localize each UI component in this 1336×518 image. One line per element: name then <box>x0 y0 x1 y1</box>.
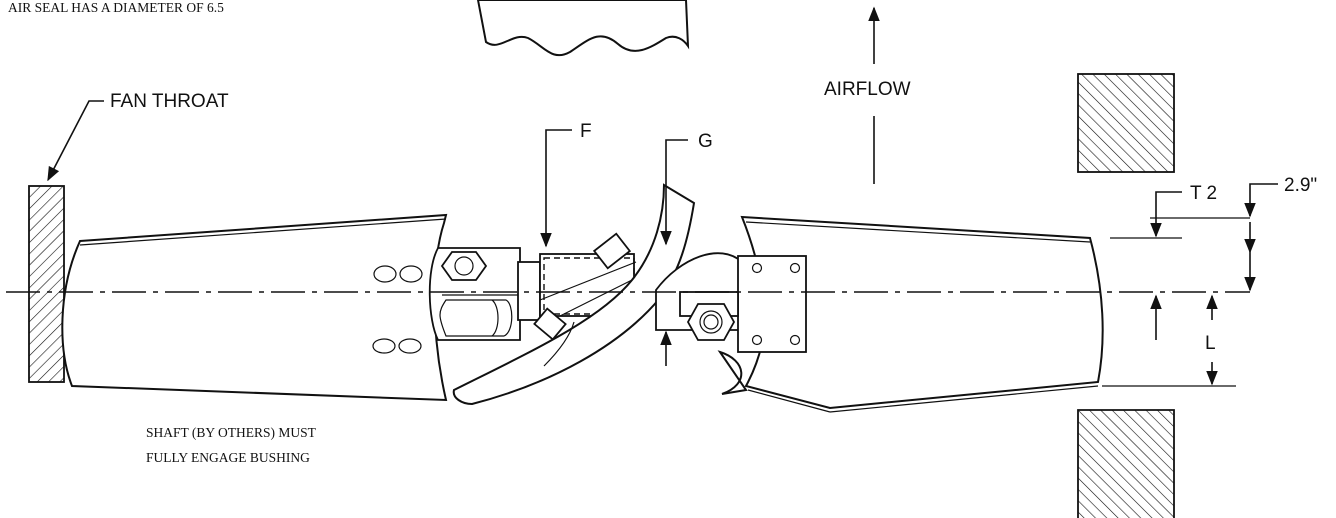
plate-bolt-hole <box>751 334 763 346</box>
fan-throat-wall <box>28 185 65 383</box>
set-screw <box>533 232 632 341</box>
shaft-note-line1: SHAFT (BY OTHERS) MUST <box>146 425 317 440</box>
dim-2-9-label: 2.9" <box>1284 175 1317 196</box>
blade-rivet-hole <box>399 265 423 283</box>
hex-nut <box>686 303 736 341</box>
plate-bolt-hole <box>789 262 801 274</box>
callout-f-label: F <box>580 121 592 142</box>
l-label: L <box>1205 333 1216 354</box>
callout-g-label: G <box>698 131 713 152</box>
blade-rivet-hole <box>373 265 397 283</box>
t2-leader <box>1150 191 1182 238</box>
hex-bolt-head <box>440 251 488 281</box>
dim-2-9-leader <box>1244 183 1278 218</box>
hatched-block-lower <box>1077 409 1175 518</box>
plate-bolt-hole <box>789 334 801 346</box>
blade-rivet-hole <box>372 338 396 354</box>
fan-throat-label: FAN THROAT <box>110 91 229 112</box>
shaft-note-line2: FULLY ENGAGE BUSHING <box>146 450 310 465</box>
hub-sleeve-dashed <box>543 257 635 315</box>
fan-throat-leader <box>47 100 104 182</box>
center-blade-g <box>452 183 696 406</box>
callout-g-leader <box>660 139 688 246</box>
broken-section-part <box>476 0 690 57</box>
air-seal-note: AIR SEAL HAS A DIAMETER OF 6.5 <box>8 0 224 15</box>
t2-label: T 2 <box>1190 183 1217 204</box>
right-hub-plate <box>737 255 807 353</box>
hatched-block-upper <box>1077 73 1175 173</box>
airflow-label: AIRFLOW <box>824 79 911 100</box>
plate-bolt-hole <box>751 262 763 274</box>
callout-f-leader <box>540 129 572 248</box>
blade-rivet-hole <box>398 338 422 354</box>
hub-body <box>517 261 541 321</box>
